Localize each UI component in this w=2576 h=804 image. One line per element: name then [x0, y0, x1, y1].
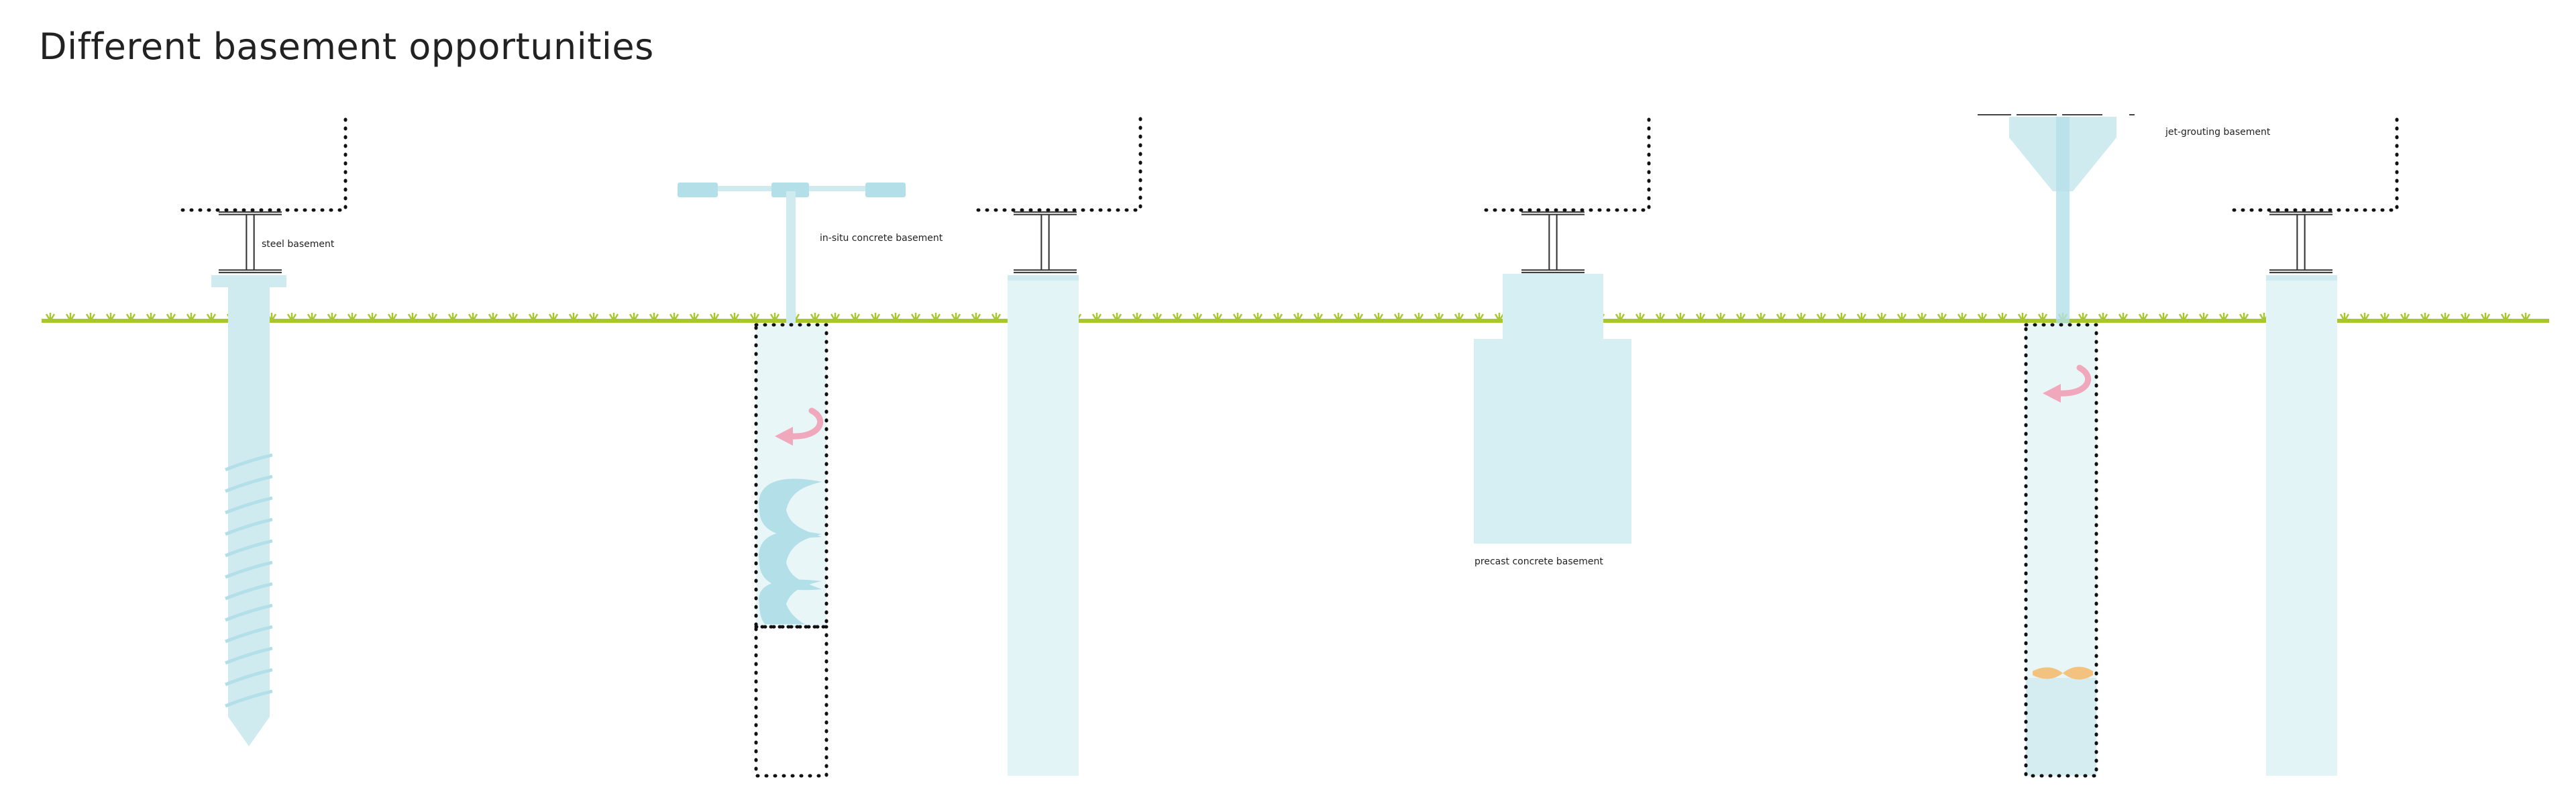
- steel-basement-column: steel basement: [180, 112, 347, 746]
- i-beam-icon: [2268, 211, 2334, 274]
- rotation-arrow-icon: [775, 407, 824, 446]
- precast-basement-column: precast concrete basement: [1474, 112, 1651, 567]
- grout-nozzle: [2033, 666, 2093, 680]
- i-beam-icon: [1012, 211, 1078, 274]
- i-beam-icon: [1520, 211, 1586, 274]
- pile-column-3: [976, 112, 1142, 776]
- steel-basement-label: steel basement: [262, 239, 335, 250]
- auger-flights: [759, 479, 822, 624]
- insitu-basement-label: in-situ concrete basement: [820, 233, 943, 244]
- jet-grouting-label: jet-grouting basement: [2165, 127, 2271, 138]
- pile-column-6: [2232, 112, 2399, 776]
- ground-line: [42, 313, 2549, 323]
- rotation-arrow-icon: [2043, 364, 2091, 403]
- page-title: Different basement opportunities: [39, 26, 654, 68]
- insitu-basement-column: in-situ concrete basement: [678, 183, 943, 778]
- jet-grouting-column: jet-grouting basement: [1978, 114, 2271, 778]
- precast-basement-label: precast concrete basement: [1474, 556, 1603, 567]
